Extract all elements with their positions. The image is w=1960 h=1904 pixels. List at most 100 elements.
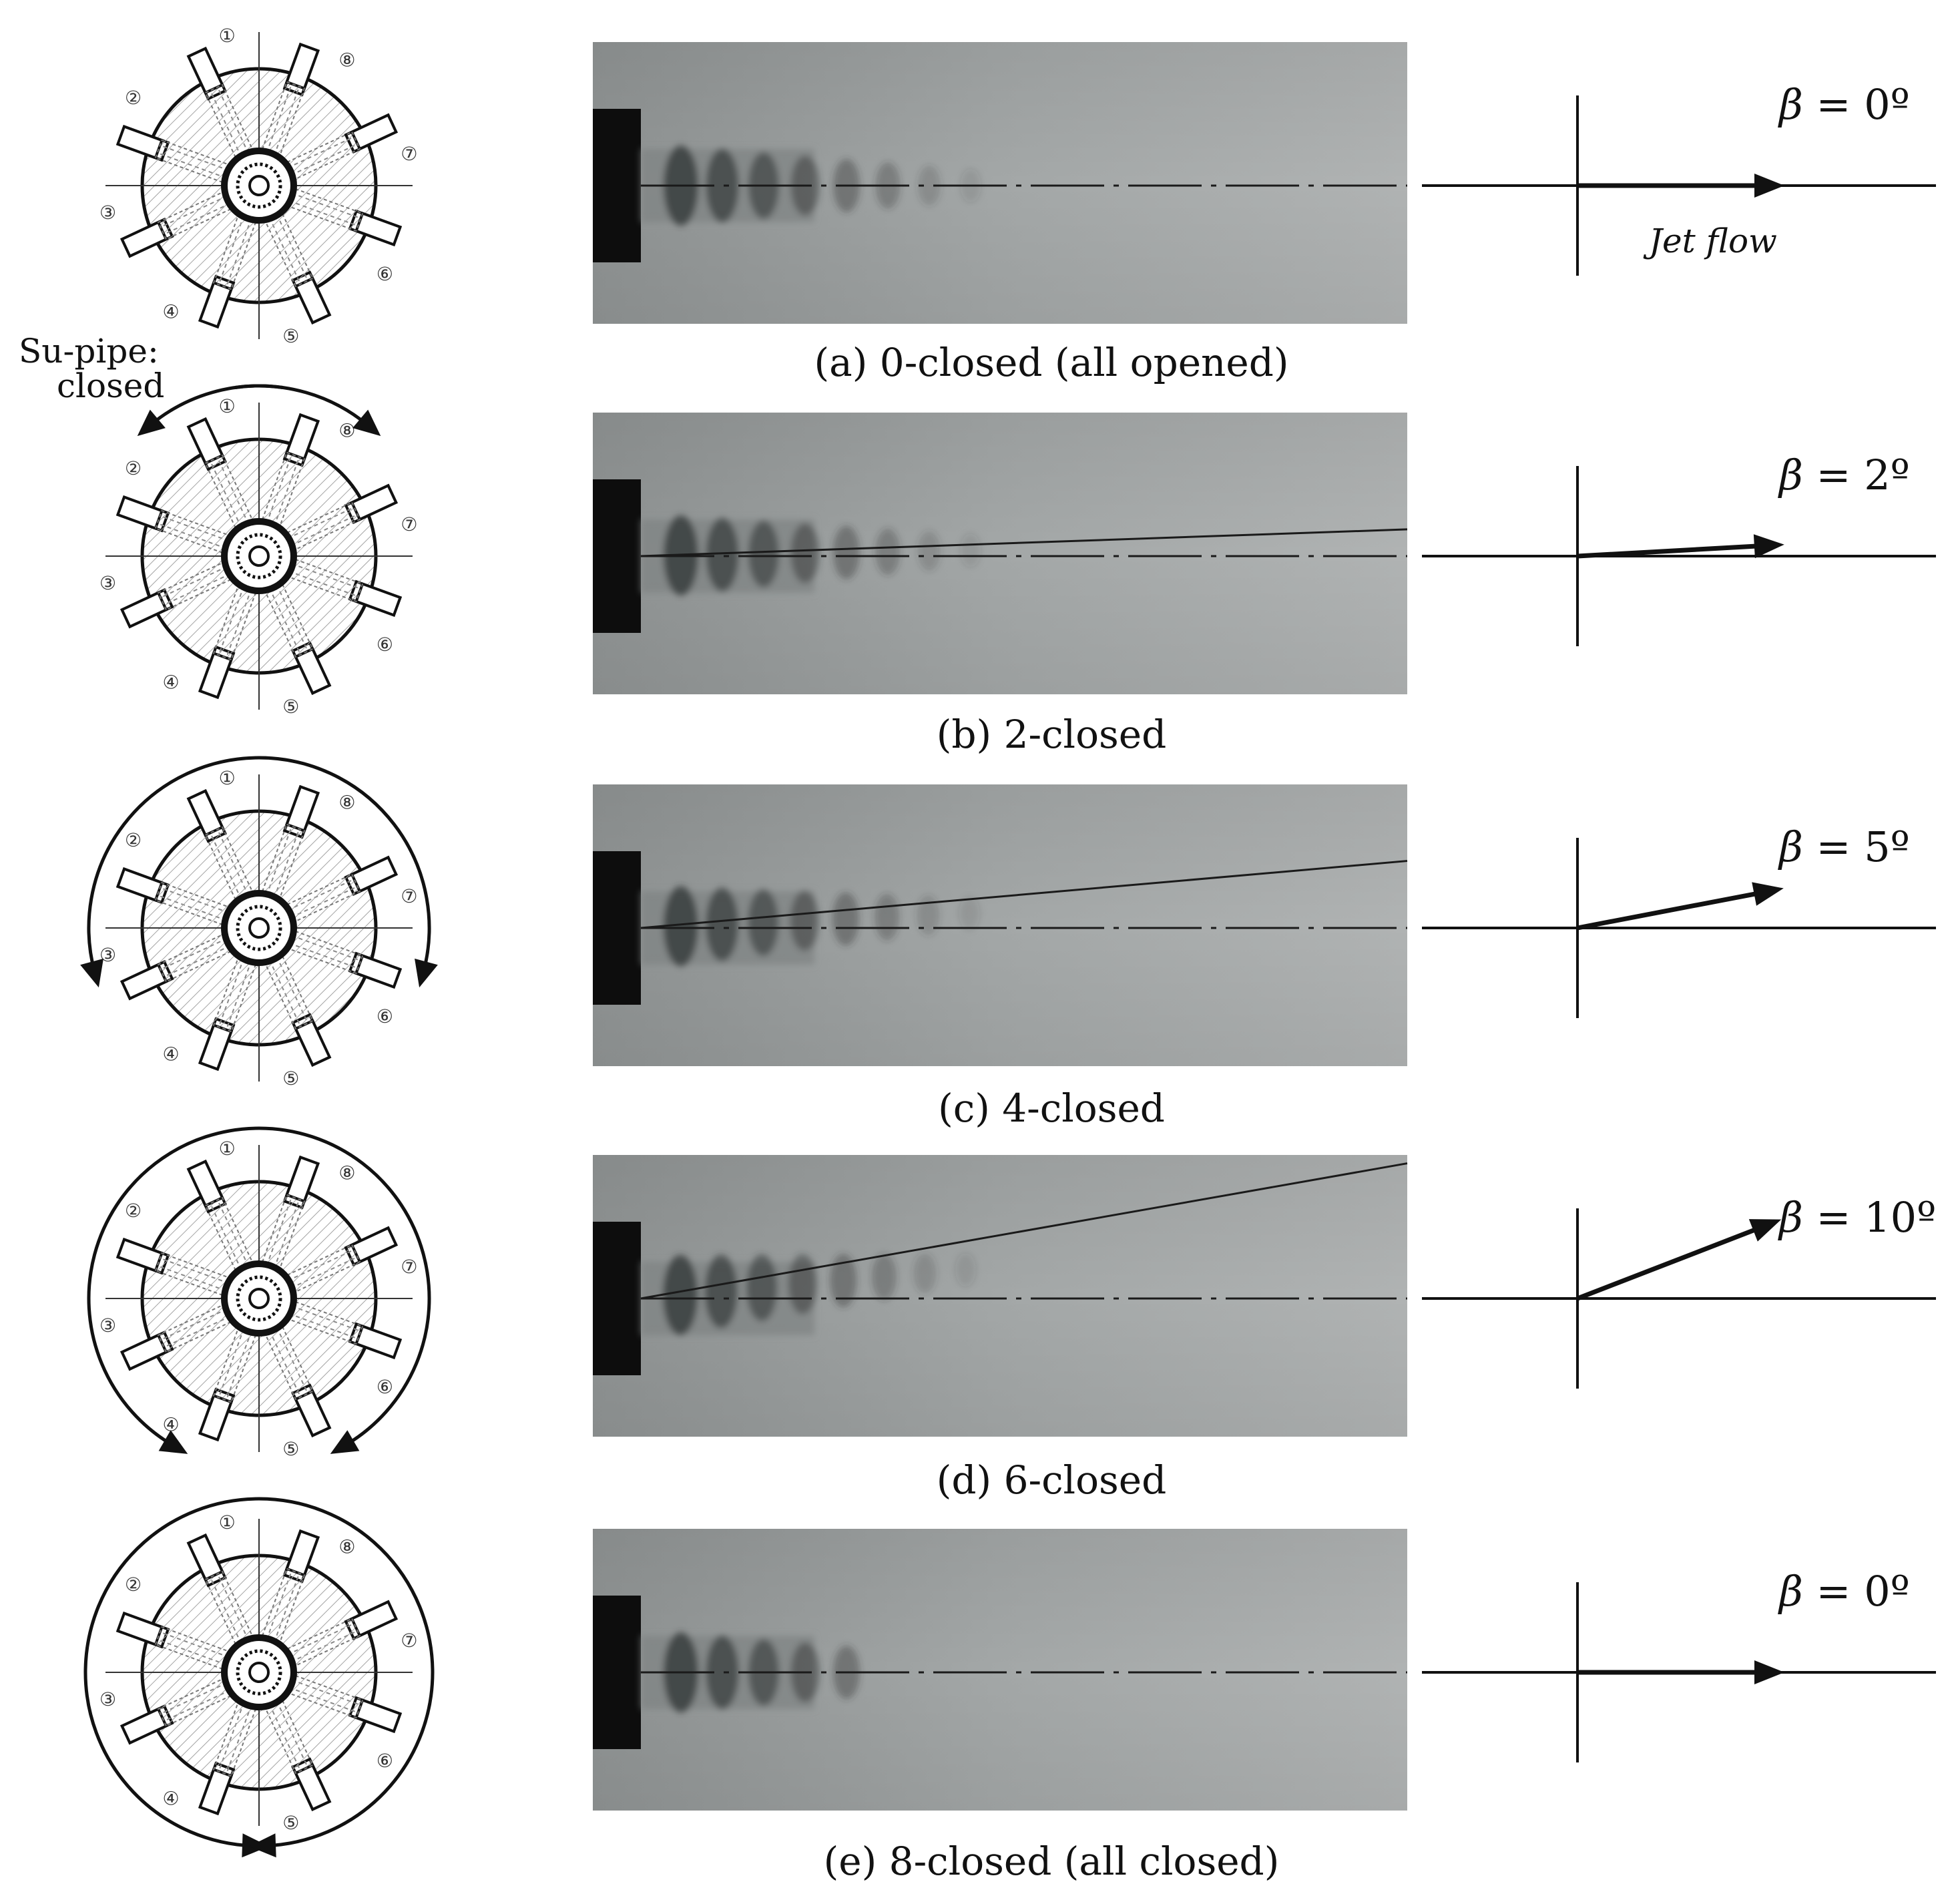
nozzle-exit — [593, 479, 641, 633]
closed-arc-arrowhead — [352, 409, 381, 437]
jet-direction-arrow — [1577, 543, 1765, 559]
closed-arc-arrowhead — [80, 958, 103, 988]
nozzle-exit — [593, 1222, 641, 1375]
nozzle-outer-ring — [221, 1634, 297, 1710]
pipe-number: ⑥ — [377, 1376, 393, 1398]
deflection-axes: β = 5º — [1422, 822, 1936, 1018]
nozzle-exit — [593, 109, 641, 262]
pipe-number: ② — [125, 829, 142, 851]
pipe-number: ④ — [163, 1787, 180, 1809]
supipe-label-line1: Su-pipe: — [19, 332, 159, 371]
closed-arc-arrowhead — [158, 1430, 188, 1454]
beta-label: β = 0º — [1778, 1567, 1910, 1616]
pipe-number: ① — [219, 1511, 236, 1533]
pipe-number: ⑥ — [377, 1750, 393, 1772]
schlieren-photo — [593, 42, 1407, 324]
closed-arc-arrowhead — [330, 1430, 360, 1454]
pipe-number: ③ — [99, 572, 116, 594]
pipe-number: ⑧ — [338, 49, 355, 71]
deflection-line — [640, 860, 1408, 929]
nozzle-outer-ring — [221, 518, 297, 594]
pipe-number: ⑧ — [338, 420, 355, 442]
pipe-number: ⑥ — [377, 1005, 393, 1027]
row-caption: (a) 0-closed (all opened) — [814, 340, 1289, 385]
deflection-line — [640, 1162, 1408, 1300]
deflection-axes: β = 2º — [1422, 451, 1936, 646]
closed-arc-arrowhead — [137, 409, 166, 437]
nozzle-exit — [593, 851, 641, 1005]
closed-arc-arrowhead — [415, 958, 438, 988]
beta-label: β = 0º — [1778, 80, 1910, 129]
pipe-number: ⑧ — [338, 792, 355, 814]
row-2: ① ② ③ ④ ⑤ ⑥ ⑦ ⑧ (b) 2-closed β = 2º — [99, 384, 1936, 757]
closed-arc — [258, 1497, 435, 1848]
nozzle-outer-ring — [221, 1260, 297, 1337]
jet-direction-arrow — [1577, 890, 1764, 931]
pipe-number: ⑥ — [377, 634, 393, 656]
pipe-number: ② — [125, 457, 142, 479]
pipe-number: ⑦ — [401, 1256, 417, 1278]
pipe-number: ⑤ — [282, 696, 299, 718]
supipe-label-line2: closed — [57, 367, 164, 405]
nozzle-diagram: ① ② ③ ④ ⑤ ⑥ ⑦ ⑧ — [99, 384, 418, 718]
pipe-number: ⑧ — [338, 1162, 355, 1184]
beta-label: β = 5º — [1778, 822, 1910, 871]
closed-arc-arrowhead — [249, 1833, 276, 1858]
pipe-number: ⑦ — [401, 143, 417, 165]
row-1: ① ② ③ ④ ⑤ ⑥ ⑦ ⑧ (a) 0-closed (all opened) β = 0º — [99, 25, 1936, 385]
pipe-number: ④ — [163, 300, 180, 322]
closed-arc — [258, 756, 431, 973]
pipe-number: ⑤ — [282, 1812, 299, 1834]
pipe-number: ⑦ — [401, 513, 417, 535]
pipe-number: ① — [219, 25, 236, 47]
pipe-number: ② — [125, 87, 142, 109]
pipe-number: ④ — [163, 671, 180, 693]
pipe-number: ④ — [163, 1043, 180, 1065]
beta-label: β = 2º — [1778, 451, 1910, 499]
nozzle-outer-ring — [221, 890, 297, 966]
pipe-number: ⑧ — [338, 1536, 355, 1558]
closed-arc — [87, 1126, 260, 1448]
row-caption: (c) 4-closed — [938, 1086, 1165, 1131]
closed-arc — [235, 384, 370, 427]
pipe-number: ① — [219, 767, 236, 789]
schlieren-photo — [593, 1155, 1408, 1437]
jet-flow-label: Jet flow — [1643, 222, 1777, 260]
nozzle-outer-ring — [221, 148, 297, 224]
closed-arc — [258, 1126, 431, 1448]
closed-arc — [87, 756, 260, 973]
pipe-number: ② — [125, 1200, 142, 1222]
deflection-axes: β = 0º — [1422, 1567, 1936, 1762]
row-caption: (b) 2-closed — [937, 712, 1167, 757]
schlieren-photo — [593, 784, 1408, 1066]
pipe-number: ⑦ — [401, 1630, 417, 1652]
pipe-number: ② — [125, 1574, 142, 1596]
pipe-number: ⑤ — [282, 1438, 299, 1460]
pipe-number: ③ — [99, 202, 116, 224]
jet-direction-arrow — [1576, 1225, 1762, 1301]
deflection-line — [640, 528, 1408, 557]
row-caption: (d) 6-closed — [937, 1457, 1167, 1503]
pipe-number: ③ — [99, 1315, 116, 1337]
pipe-number: ⑤ — [282, 1067, 299, 1090]
schlieren-photo — [593, 413, 1408, 694]
pipe-number: ⑥ — [377, 263, 393, 285]
nozzle-diagram: ① ② ③ ④ ⑤ ⑥ ⑦ ⑧ — [99, 25, 418, 347]
jet-direction-arrowhead — [1748, 1219, 1782, 1242]
pipe-number: ① — [219, 395, 236, 417]
deflection-axes: β = 0º — [1422, 80, 1936, 276]
pipe-number: ⑤ — [282, 325, 299, 347]
jet-direction-arrowhead — [1752, 882, 1784, 906]
jet-direction-arrowhead — [1754, 174, 1784, 198]
nozzle-exit — [593, 1596, 641, 1749]
deflection-axes: β = 10º — [1422, 1193, 1936, 1389]
jet-direction-arrowhead — [1753, 534, 1784, 559]
